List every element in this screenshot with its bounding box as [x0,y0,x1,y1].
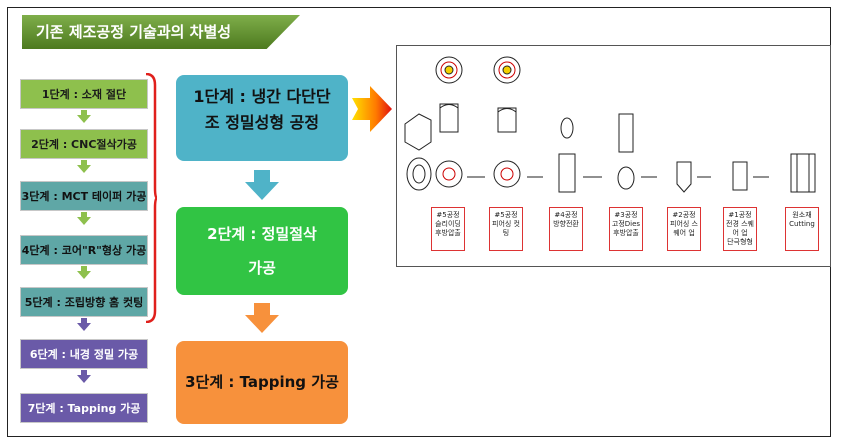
down-arrow-icon [77,271,91,279]
down-arrow-icon [245,170,279,200]
down-arrow-icon [77,165,91,173]
arrow-stem [81,266,87,271]
arrow-stem [81,110,87,115]
right-arrow-icon [352,86,392,132]
drawing-label-line: #3공정 [614,211,638,219]
down-arrow-icon [77,115,91,123]
bracket-icon [145,73,157,323]
new-step-1-line2: 조 정밀성형 공정 [204,113,320,132]
drawing-label-line: 고정Dies [611,220,641,228]
new-step-1-line1: 1단계 : 냉간 다단단 [193,87,331,106]
arrow-stem [81,318,87,323]
new-step-1-box: 1단계 : 냉간 다단단 조 정밀성형 공정 [176,75,348,161]
drawing-label-line: 피어싱 컷팅 [492,220,520,237]
drawing-label-line: Cutting [789,220,815,228]
arrow-stem [81,160,87,165]
step-5: 5단계 : 조립방향 홈 컷팅 [20,287,148,317]
drawing-label-line: 전경 스퀘어 업 [726,220,754,237]
drawing-label-line: #4공정 [554,211,578,219]
drawing-label-line: 후방압출 [435,229,461,237]
drawing-label-line: 단극형형 [727,238,753,246]
arrow-stem [81,370,87,375]
step-3: 3단계 : MCT 테이퍼 가공 [20,181,148,211]
drawing-label-line: #2공정 [672,211,696,219]
step-1: 1단계 : 소재 절단 [20,79,148,109]
down-arrow-icon [77,375,91,383]
drawing-label-line: 후방압출 [613,229,639,237]
drawing-label-line: #5공정 [436,211,460,219]
drawing-label-line: #5공정 [494,211,518,219]
down-arrow-icon [77,217,91,225]
step-6: 6단계 : 내경 정밀 가공 [20,339,148,369]
step-7: 7단계 : Tapping 가공 [20,393,148,423]
down-arrow-icon [77,323,91,331]
drawing-label-line: 원소재 [792,211,812,219]
new-step-3-box: 3단계 : Tapping 가공 [176,341,348,424]
drawing-label-line: 슬리이딩 [435,220,461,228]
drawing-label-line: 방향전환 [553,220,579,228]
part-sketches [404,56,816,193]
step-4: 4단계 : 코어"R"형상 가공 [20,235,148,265]
new-step-2-box: 2단계 : 정밀절삭 가공 [176,207,348,295]
arrow-stem [81,212,87,217]
page-title: 기존 제조공정 기술과의 차별성 [22,15,300,49]
step-2: 2단계 : CNC절삭가공 [20,129,148,159]
down-arrow-icon [245,303,279,333]
new-step-2-line2: 가공 [248,259,276,277]
drawing-label-line: 피어싱 스퀘어 업 [670,220,698,237]
drawing-label-line: #1공정 [728,211,752,219]
new-step-2-line1: 2단계 : 정밀절삭 [207,225,317,243]
